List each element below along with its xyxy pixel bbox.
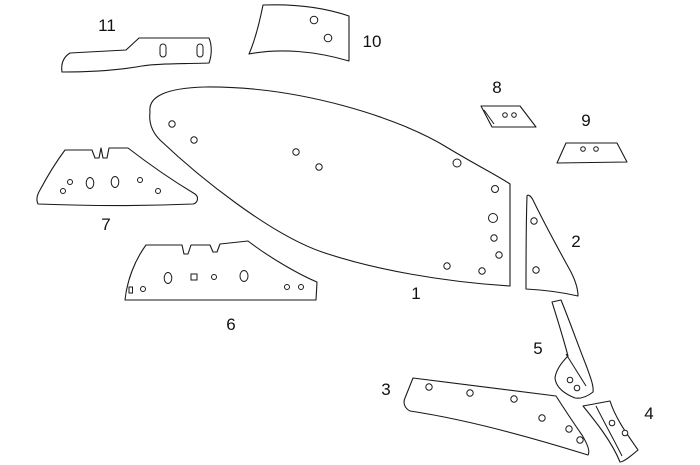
part-label-1: 1 bbox=[411, 284, 420, 303]
part-9-wear-plate bbox=[556, 142, 628, 164]
part-11-strap bbox=[61, 37, 212, 73]
part-label-6: 6 bbox=[226, 315, 235, 334]
part-label-8: 8 bbox=[492, 78, 501, 97]
part-4-shin bbox=[582, 400, 639, 463]
part-label-10: 10 bbox=[363, 32, 382, 51]
part-2-triangle-plate bbox=[525, 194, 579, 297]
part-3-share bbox=[403, 377, 590, 456]
part-5-bracket bbox=[551, 299, 594, 399]
part-label-3: 3 bbox=[381, 380, 390, 399]
part-label-9: 9 bbox=[581, 111, 590, 130]
part-label-2: 2 bbox=[571, 232, 580, 251]
part-label-5: 5 bbox=[533, 339, 542, 358]
part-label-11: 11 bbox=[98, 16, 116, 35]
part-7-brace-plate bbox=[36, 147, 198, 207]
part-1-mouldboard bbox=[149, 86, 511, 287]
part-label-7: 7 bbox=[101, 215, 110, 234]
part-10-curved-plate bbox=[248, 4, 350, 62]
part-6-frog-plate bbox=[124, 240, 318, 301]
part-8-small-plate bbox=[480, 105, 537, 128]
part-label-4: 4 bbox=[644, 404, 653, 423]
